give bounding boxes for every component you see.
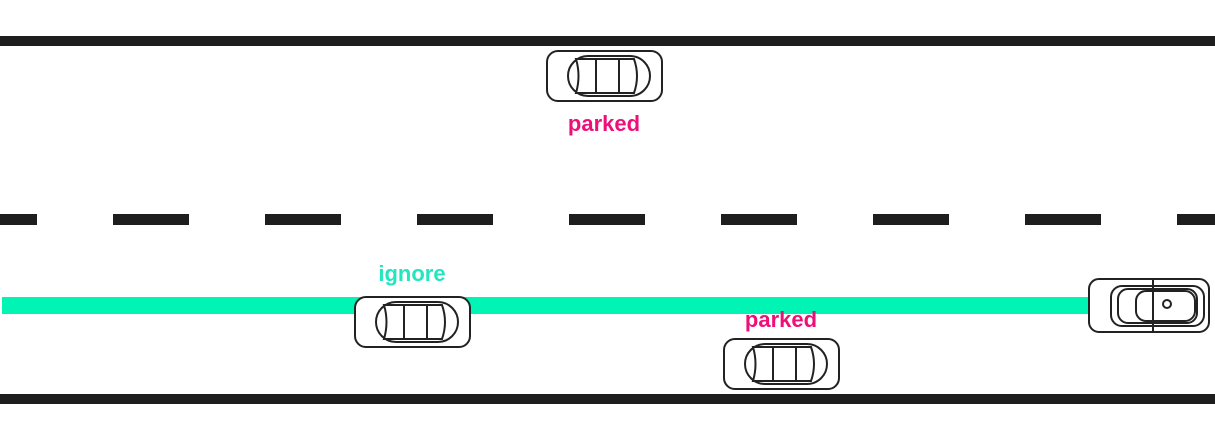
lane-dash [265, 214, 341, 225]
car-ignore [354, 296, 471, 348]
lane-dash [873, 214, 949, 225]
lane-dash [721, 214, 797, 225]
lane-dash [569, 214, 645, 225]
ego-car [1088, 278, 1210, 333]
planned-path [2, 297, 1100, 314]
lane-divider-dashed [0, 214, 1215, 225]
road-edge-bottom [0, 394, 1215, 404]
lane-dash [113, 214, 189, 225]
lane-dash [1025, 214, 1101, 225]
lane-dash [0, 214, 37, 225]
car-parked-top [546, 50, 663, 102]
lane-dash [417, 214, 493, 225]
car-parked-bottom [723, 338, 840, 390]
label-ignore: ignore [378, 261, 445, 286]
car-cabin [382, 304, 446, 340]
car-cabin [751, 346, 815, 382]
ego-car-sensor-icon [1162, 299, 1172, 309]
label-parked-top: parked [568, 111, 640, 136]
car-cabin [574, 58, 638, 94]
label-parked-bottom: parked [745, 307, 817, 332]
road-edge-top [0, 36, 1215, 46]
lane-dash [1177, 214, 1215, 225]
